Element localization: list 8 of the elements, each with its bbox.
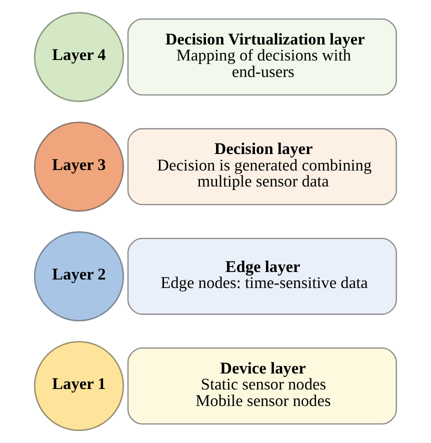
node-circle: Layer 1 — [34, 340, 124, 432]
node-box: Decision layer Decision is generated combining multiple sensor data — [127, 128, 397, 206]
node-box: Edge layer Edge nodes: time-sensitive data — [127, 238, 397, 315]
node-circle: Layer 3 — [34, 122, 124, 212]
node-circle: Layer 4 — [34, 12, 124, 102]
node-box: Device layer Static sensor nodes Mobile sensor nodes — [127, 348, 397, 424]
node-box: Decision Virtualization layer Mapping of decisions with end-users — [127, 18, 397, 96]
node-circle: Layer 2 — [34, 231, 124, 322]
